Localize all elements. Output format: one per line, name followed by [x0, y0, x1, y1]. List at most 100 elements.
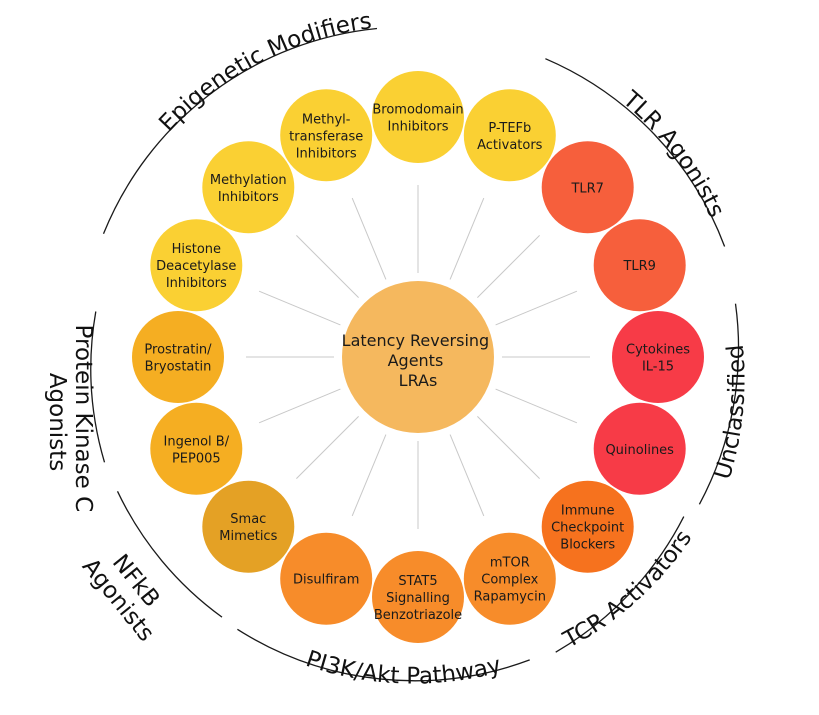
category-label-protein-kinase-c-agonists: Protein Kinase C Agonists — [44, 325, 96, 520]
node-label-line: Activators — [477, 138, 543, 153]
node-label-line: Rapamycin — [474, 590, 546, 605]
node-label-line: Methylation — [210, 173, 287, 188]
node-circle-quinolines — [593, 402, 686, 495]
center-line-1: Latency Reversing — [342, 331, 490, 350]
spoke-smac — [296, 416, 359, 479]
node-label-line: Cytokines — [626, 343, 690, 358]
node-label-ingenol: Ingenol B/PEP005 — [164, 434, 230, 466]
center-circle — [342, 281, 494, 433]
node-label-line: IL-15 — [642, 360, 674, 375]
node-circle-immune-checkpoint — [541, 480, 634, 573]
spoke-quinolines — [495, 388, 578, 424]
category-label-nfkb-agonists: NFkB Agonists — [77, 537, 179, 646]
center-node: Latency Reversing Agents LRAs — [342, 281, 494, 433]
node-circle-histone — [150, 219, 243, 312]
node-circle-ingenol — [150, 402, 243, 495]
spoke-methyltransferase — [351, 197, 387, 280]
node-label-quinolines: Quinolines — [605, 443, 674, 458]
node-circle-methyltransferase — [280, 89, 373, 182]
node-label-line: Checkpoint — [551, 521, 624, 536]
node-label-line: PEP005 — [172, 451, 221, 466]
arc-epigenetic-modifiers — [102, 27, 378, 235]
node-label-line: Signalling — [386, 591, 450, 606]
node-label-line: Inhibitors — [388, 120, 449, 135]
node-circle-tlr7 — [541, 141, 634, 234]
spoke-immune-checkpoint — [477, 416, 540, 479]
center-line-2: Agents — [388, 351, 444, 370]
node-circle-bromodomain — [372, 71, 464, 163]
node-ingenol: Ingenol B/PEP005 — [150, 402, 243, 495]
node-label-line: Deacetylase — [156, 259, 236, 274]
node-label-line: Inhibitors — [218, 190, 279, 205]
node-label-tlr9: TLR9 — [622, 259, 656, 274]
node-label-line: P-TEFb — [488, 121, 531, 136]
arc-nfkb-agonists — [116, 491, 223, 618]
node-circle-mtor — [463, 532, 556, 625]
node-prostratin: Prostratin/Bryostatin — [132, 311, 224, 403]
node-label-line: Disulfiram — [293, 573, 359, 588]
category-label-unclassified: Unclassified — [710, 343, 751, 482]
node-label-line: Quinolines — [605, 443, 674, 458]
node-label-line: Smac — [230, 512, 266, 527]
node-label-prostratin: Prostratin/Bryostatin — [144, 343, 212, 375]
center-line-3: LRAs — [399, 371, 438, 390]
node-label-line: TLR7 — [570, 181, 604, 196]
spoke-ingenol — [258, 388, 341, 424]
spoke-tlr9 — [495, 290, 578, 326]
spoke-disulfiram — [351, 434, 387, 517]
node-label-line: transferase — [289, 129, 363, 144]
arc-tcr-activators — [555, 516, 685, 653]
node-tlr7: TLR7 — [541, 141, 634, 234]
node-label-line: mTOR — [490, 556, 530, 571]
node-label-line: Bryostatin — [145, 360, 212, 375]
node-circle-prostratin — [132, 311, 224, 403]
node-tlr9: TLR9 — [593, 219, 686, 312]
node-label-line: Immune — [561, 504, 615, 519]
spoke-tlr7 — [477, 235, 540, 298]
spoke-methylation — [296, 235, 359, 298]
node-label-line: Methyl- — [302, 112, 351, 127]
arc-tlr-agonists — [545, 58, 726, 247]
node-circle-stat5 — [372, 551, 464, 643]
arc-protein-kinase-c-agonists — [90, 311, 106, 463]
node-label-line: Benzotriazole — [374, 608, 462, 623]
node-label-line: STAT5 — [398, 574, 437, 589]
node-disulfiram: Disulfiram — [280, 532, 373, 625]
node-quinolines: Quinolines — [593, 402, 686, 495]
node-circle-smac — [202, 480, 295, 573]
spoke-ptefb — [449, 197, 485, 280]
spoke-mtor — [449, 434, 485, 517]
spoke-histone — [258, 290, 341, 326]
category-label-pi3k-akt-pathway: PI3K/Akt Pathway — [303, 646, 504, 689]
node-circle-ptefb — [463, 89, 556, 182]
spoke-lines — [246, 185, 590, 529]
node-label-line: Inhibitors — [296, 146, 357, 161]
node-circle-cytokines — [612, 311, 704, 403]
node-label-line: Bromodomain — [372, 103, 463, 118]
arc-unclassified — [698, 303, 740, 505]
node-label-line: Histone — [172, 242, 221, 257]
node-label-line: Complex — [481, 573, 538, 588]
node-label-line: Ingenol B/ — [164, 434, 230, 449]
